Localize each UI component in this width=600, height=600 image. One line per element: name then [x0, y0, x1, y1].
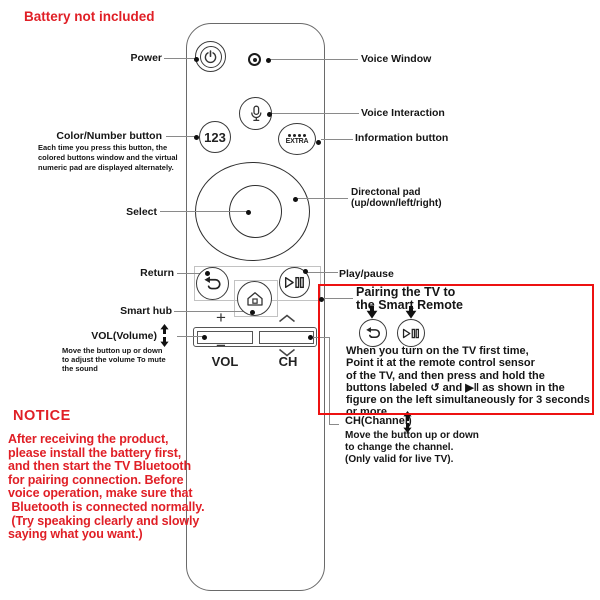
- channel-updown-arrows: [403, 411, 412, 433]
- select-callout-dot: [245, 209, 251, 215]
- volume-updown-arrows: [160, 324, 169, 347]
- channel-rocker-label: CH: [278, 354, 298, 369]
- play-pause-icon: [402, 328, 420, 339]
- return-icon: [203, 275, 223, 292]
- down-arrow-icon: [403, 423, 412, 433]
- voice-interaction-callout-dot: [266, 111, 272, 117]
- smart-hub-callout-dot: [249, 309, 255, 315]
- chevron-down-icon: [278, 348, 296, 357]
- home-icon: [246, 291, 264, 307]
- solid-down-arrow-icon: [366, 306, 378, 319]
- power-button-ring: [199, 45, 222, 68]
- return-icon: [365, 326, 382, 340]
- smart-hub-label: Smart hub: [120, 305, 172, 317]
- notice-body: After receiving the product, please inst…: [8, 432, 205, 542]
- pairing-play-pause-button: [397, 319, 425, 347]
- pairing-return-button: [359, 319, 387, 347]
- color-number-callout-dot: [193, 134, 199, 140]
- power-callout-dot: [193, 56, 199, 62]
- power-callout-line: [164, 58, 196, 59]
- voice-interaction-label: Voice Interaction: [361, 107, 445, 119]
- smart-hub-callout-line: [174, 311, 252, 312]
- information-label: Information button: [355, 132, 449, 144]
- voice-window-icon: [248, 53, 261, 66]
- channel-callout-line-h2: [329, 424, 339, 425]
- channel-note: Move the button up or down to change the…: [345, 430, 479, 465]
- channel-label: CH(Channel): [345, 415, 412, 427]
- volume-callout-dot: [201, 334, 207, 340]
- volume-minus-label: −: [216, 336, 226, 355]
- battery-note-title: Battery not included: [24, 9, 155, 24]
- volume-plus-label: +: [216, 308, 226, 327]
- information-callout-line: [321, 139, 353, 140]
- up-arrow-icon: [403, 411, 412, 421]
- voice-window-callout-dot: [265, 57, 271, 63]
- notice-heading: NOTICE: [13, 408, 71, 424]
- mic-icon: [248, 105, 264, 122]
- return-callout-line: [177, 273, 207, 274]
- information-callout-dot: [315, 139, 321, 145]
- volume-note: Move the button up or down to adjust the…: [62, 346, 166, 373]
- power-label: Power: [130, 52, 162, 64]
- up-arrow-icon: [160, 324, 169, 334]
- dpad-callout-line: [297, 198, 348, 199]
- power-button: [195, 41, 226, 72]
- select-callout-line: [160, 211, 248, 212]
- smart-hub-outline: [234, 280, 278, 317]
- channel-rocker: [259, 330, 314, 344]
- channel-callout-line-h1: [312, 337, 330, 338]
- voice-window-callout-line: [270, 59, 358, 60]
- color-number-label: Color/Number button: [56, 130, 162, 142]
- power-icon: [204, 49, 217, 64]
- extra-dots-icon: [288, 133, 306, 137]
- extra-button: EXTRA: [278, 123, 316, 155]
- return-callout-dot: [204, 270, 210, 276]
- voice-interaction-button: [239, 97, 272, 130]
- extra-button-label: EXTRA: [285, 137, 309, 145]
- color-number-button-label: 123: [204, 129, 226, 145]
- volume-callout-line: [177, 336, 204, 337]
- down-arrow-icon: [160, 337, 169, 347]
- return-button: [196, 267, 229, 300]
- volume-label: VOL(Volume): [91, 330, 157, 342]
- volume-rocker: [197, 330, 253, 344]
- pairing-body: When you turn on the TV first time, Poin…: [346, 345, 590, 419]
- directional-pad-label: Directonal pad (up/down/left/right): [351, 187, 442, 209]
- voice-window-label: Voice Window: [361, 53, 432, 65]
- play-pause-icon: [284, 276, 305, 289]
- return-label: Return: [140, 267, 174, 279]
- play-pause-label: Play/pause: [339, 268, 394, 280]
- chevron-up-icon: [278, 314, 296, 323]
- channel-callout-line-v: [329, 337, 330, 424]
- select-label: Select: [126, 206, 157, 218]
- pairing-highlight-box: [318, 284, 594, 415]
- voice-interaction-callout-line: [271, 113, 359, 114]
- pairing-callout-line: [323, 298, 353, 299]
- voice-window-dot: [252, 57, 257, 62]
- play-pause-callout-line: [307, 272, 338, 273]
- dpad-callout-dot: [292, 196, 298, 202]
- solid-down-arrow-icon: [405, 306, 417, 319]
- smart-hub-button: [237, 281, 272, 316]
- volume-rocker-label: VOL: [211, 354, 239, 369]
- pairing-heading: Pairing the TV to the Smart Remote: [356, 285, 463, 312]
- color-number-button: 123: [199, 121, 231, 153]
- color-number-callout-line: [166, 136, 196, 137]
- color-number-note: Each time you press this button, the col…: [38, 143, 178, 172]
- channel-callout-dot: [307, 334, 313, 340]
- play-pause-callout-dot: [302, 268, 308, 274]
- pairing-callout-dot: [318, 296, 324, 302]
